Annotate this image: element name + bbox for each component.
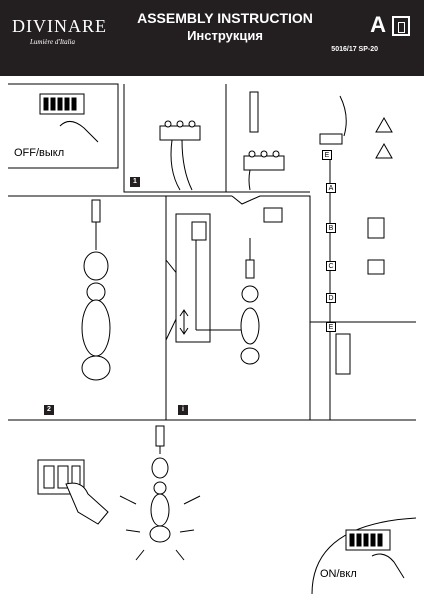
step-badge-2: 2: [44, 405, 54, 415]
panel-off-frame: [8, 83, 119, 169]
header-bar: DIVINARE Lumière d'Italia ASSEMBLY INSTR…: [0, 0, 424, 76]
pendant-lamp-lit: [119, 425, 201, 561]
part-label-c: C: [326, 261, 336, 271]
part-label-d: D: [326, 293, 336, 303]
title-russian: Инструкция: [187, 28, 263, 43]
brand-logo: DIVINARE: [12, 16, 107, 36]
part-label-e-bottom: E: [326, 322, 336, 332]
part-label-b: B: [326, 223, 336, 233]
breaker-panel-off: [39, 93, 99, 143]
part-label-e-top: E: [322, 150, 332, 160]
breaker-panel-on: [311, 517, 417, 595]
brand-tagline: Lumière d'Italia: [30, 38, 75, 46]
terminal-block-step1b: [243, 91, 285, 191]
pendant-lamp-info: [175, 207, 283, 365]
pendant-lamp-step2: [81, 199, 111, 381]
model-number: 5016/17 SP-20: [331, 46, 378, 53]
part-label-a: A: [326, 183, 336, 193]
parts-column: [319, 95, 393, 420]
manual-book-icon: [392, 16, 410, 36]
power-on-label: ON/вкл: [320, 568, 357, 580]
step-badge-1: 1: [130, 177, 140, 187]
info-badge: i: [178, 405, 188, 415]
power-off-label: OFF/выкл: [14, 147, 65, 159]
sheet-letter: A: [370, 12, 386, 37]
wall-switch: [37, 459, 109, 525]
title-english: ASSEMBLY INSTRUCTION: [137, 10, 313, 26]
panel-step1-frame: [123, 84, 310, 193]
terminal-block-step1: [159, 120, 201, 191]
